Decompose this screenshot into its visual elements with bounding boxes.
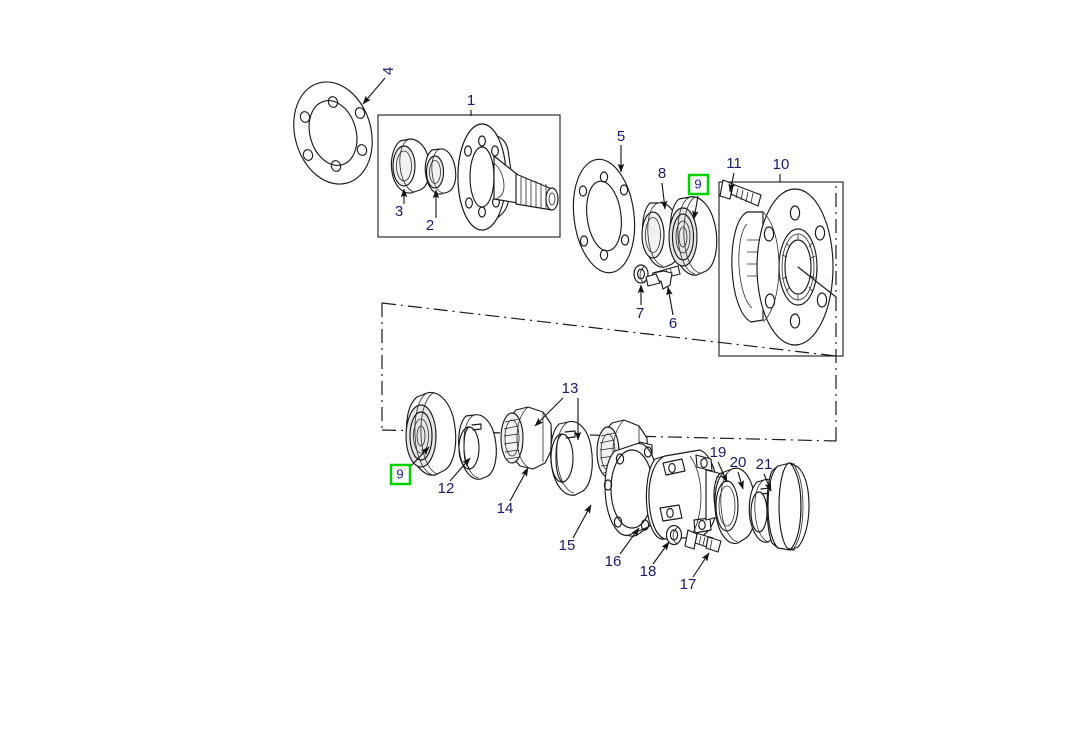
callout-label-3: 3 — [395, 203, 403, 220]
callout-label-7: 7 — [636, 305, 644, 322]
callout-label-8: 8 — [658, 165, 666, 182]
part-stub-axle-spindle — [457, 123, 559, 231]
part-wheel-hub-assembly — [731, 188, 837, 346]
callout-label-1: 1 — [467, 92, 475, 109]
hub-assembly-box — [718, 181, 844, 357]
part-brake-disc-shield — [572, 158, 636, 274]
callout-label-12: 12 — [438, 480, 455, 497]
callout-label-9-upper: 9 — [694, 176, 701, 191]
part-flange-washer — [665, 524, 683, 546]
part-inner-oil-seal — [424, 148, 457, 195]
callout-label-17: 17 — [680, 576, 697, 593]
callout-label-15: 15 — [559, 537, 576, 554]
callout-label-21: 21 — [756, 456, 773, 473]
callout-label-11: 11 — [726, 155, 742, 172]
part-hub-retaining-bolt — [719, 179, 762, 207]
callout-label-16: 16 — [605, 553, 622, 570]
callout-label-13: 13 — [562, 380, 579, 397]
callout-label-6: 6 — [669, 315, 677, 332]
callout-label-18: 18 — [640, 563, 657, 580]
highlight-box-9-lower[interactable] — [389, 463, 412, 486]
callout-label-20: 20 — [730, 454, 747, 471]
part-wheel-bearing-upper — [668, 196, 718, 276]
part-drive-flange — [645, 449, 731, 540]
part-hub-gasket — [603, 441, 662, 537]
callout-label-19: 19 — [710, 444, 727, 461]
callout-label-2: 2 — [426, 217, 434, 234]
callout-label-10: 10 — [773, 156, 790, 173]
part-outer-oil-seal — [390, 138, 431, 194]
part-lock-washer — [550, 420, 593, 496]
part-bearing-spacer-ring — [458, 414, 497, 480]
part-hub-bolt — [645, 265, 681, 290]
highlight-box-9-upper[interactable] — [687, 173, 710, 196]
spindle-assembly-box — [377, 114, 561, 238]
callout-label-9-lower: 9 — [396, 466, 403, 481]
leader-lines — [362, 77, 781, 578]
callout-label-4: 4 — [380, 67, 397, 75]
part-bolt-washer — [633, 264, 649, 284]
part-hub-cap — [766, 462, 810, 551]
callout-label-14: 14 — [497, 500, 514, 517]
part-flange-bolt — [684, 529, 722, 553]
part-mudshield-gasket — [293, 81, 373, 185]
callout-label-5: 5 — [617, 128, 625, 145]
